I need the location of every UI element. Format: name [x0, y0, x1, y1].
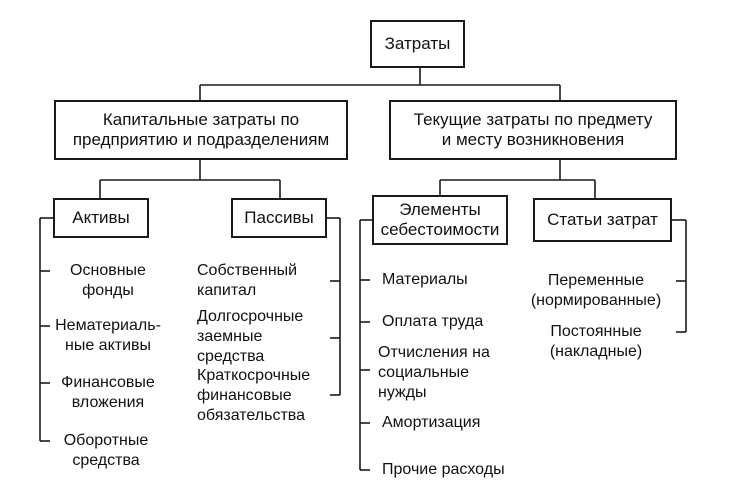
cost-element-item: Оплата труда: [382, 313, 484, 330]
capital-costs-box: Капитальные затраты по предприятию и под…: [54, 100, 348, 160]
cost-element-item: Прочие расходы: [382, 461, 505, 478]
liabilities-item: Собственный капитал: [197, 262, 298, 299]
assets-label: Активы: [72, 208, 130, 227]
assets-item: Основные фонды: [70, 262, 146, 299]
cost-elements-box: Элементы себестоимости: [372, 195, 508, 245]
cost-element-item: Материалы: [382, 271, 468, 288]
cost-article-item: Переменные (нормированные): [530, 272, 662, 309]
liabilities-item: Долгосрочные заемные средства: [197, 308, 304, 365]
assets-item: Оборотные средства: [63, 432, 149, 469]
cost-items-label: Статьи затрат: [547, 210, 658, 229]
liabilities-item: Краткосрочные финансовые обязательства: [197, 367, 311, 424]
cost-element-item: Амортизация: [382, 414, 481, 431]
assets-item: Нематериаль- ные активы: [55, 317, 161, 354]
assets-box: Активы: [53, 198, 149, 238]
cost-elements-label: Элементы себестоимости: [380, 200, 500, 239]
cost-article-item: Постоянные (накладные): [549, 323, 643, 360]
liabilities-box: Пассивы: [231, 198, 327, 238]
assets-item: Финансовые вложения: [61, 374, 155, 411]
liabilities-label: Пассивы: [244, 208, 314, 227]
root-label: Затраты: [384, 34, 451, 53]
current-costs-box: Текущие затраты по предмету и месту возн…: [389, 100, 677, 160]
cost-items-box: Статьи затрат: [533, 198, 672, 242]
current-costs-label: Текущие затраты по предмету и месту возн…: [413, 110, 653, 149]
root-box: Затраты: [370, 20, 465, 68]
cost-element-item: Отчисления на социальные нужды: [378, 344, 490, 401]
capital-costs-label: Капитальные затраты по предприятию и под…: [72, 110, 330, 149]
